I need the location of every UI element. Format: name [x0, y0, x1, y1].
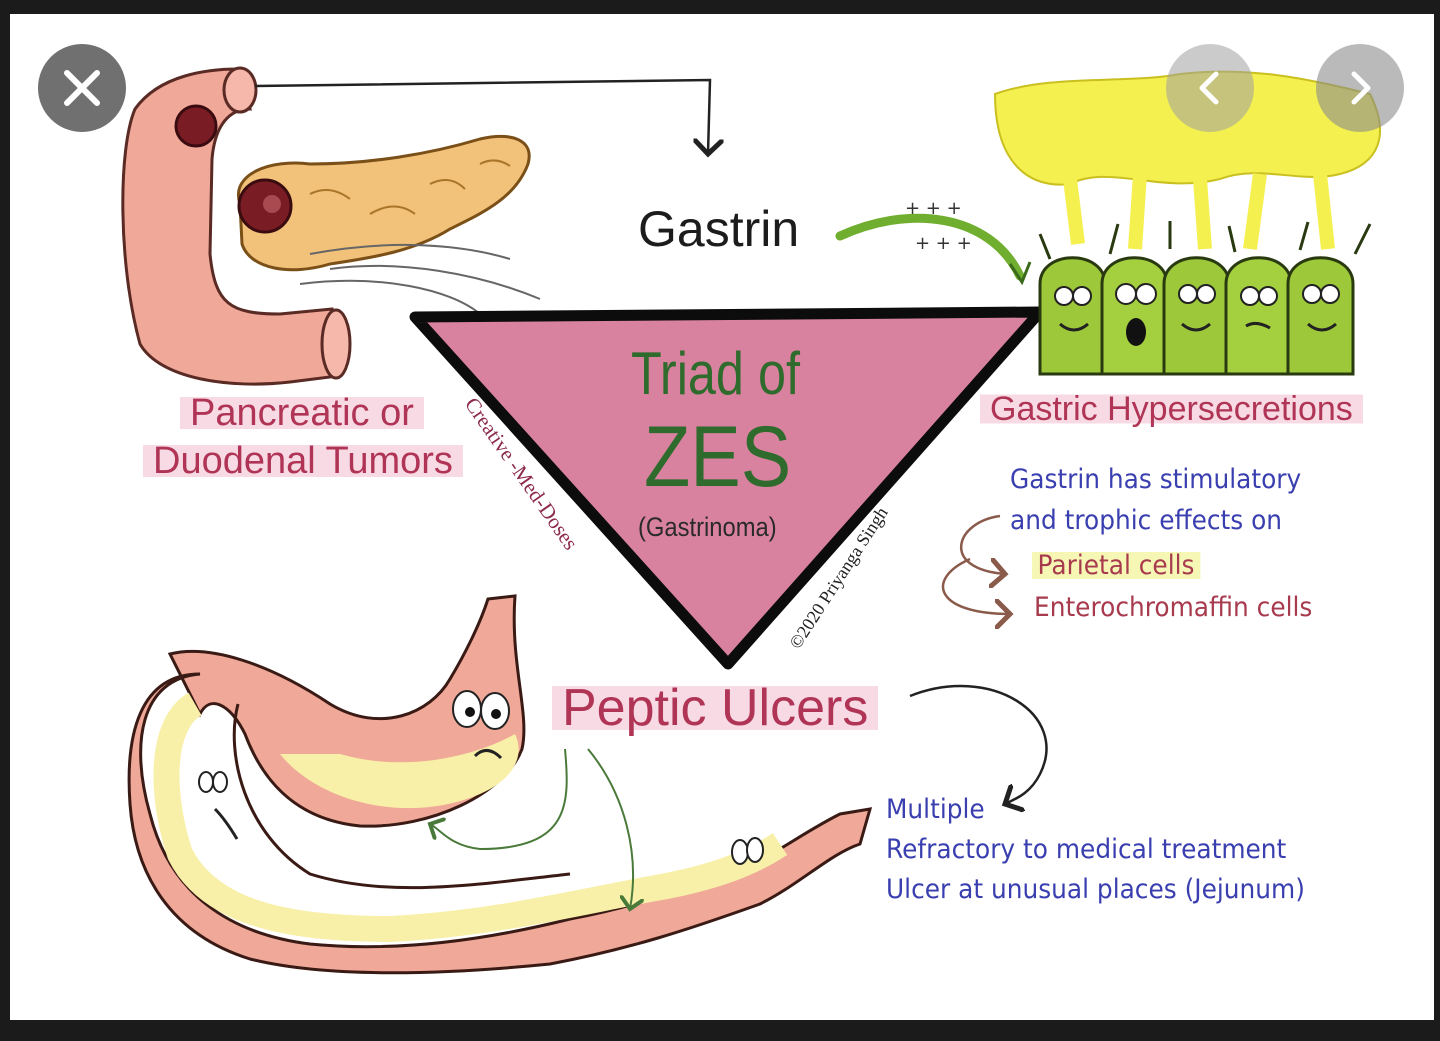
ulcer-arrow-1 — [430, 748, 568, 851]
close-button[interactable] — [38, 44, 126, 132]
intestine-illustration — [127, 672, 873, 975]
svg-text:+ + +: + + + — [915, 233, 972, 254]
triad-name: ZES — [644, 409, 792, 505]
peptic-ulcers-label: Peptic Ulcers — [552, 682, 879, 734]
triad-title: Triad of — [631, 340, 800, 407]
parietal-cells-label: Parietal cells — [1032, 552, 1200, 579]
zes-illustration: + + + + + + — [121, 66, 1381, 975]
chevron-left-icon — [1199, 71, 1219, 105]
gastrin-stimulus-arrow: + + + + + + — [835, 198, 1032, 286]
enterochromaffin-cells-label: Enterochromaffin cells — [1034, 592, 1313, 623]
next-image-button[interactable] — [1316, 44, 1404, 132]
ulcer-feature-item: Ulcer at unusual places (Jejunum) — [886, 874, 1305, 905]
tumors-label-line2: Duodenal Tumors — [143, 442, 463, 480]
pancreas-illustration — [236, 135, 541, 315]
tumor-to-gastrin-arrow — [254, 78, 710, 154]
entero-arrow — [941, 557, 1010, 614]
zes-triad-triangle — [409, 306, 1046, 670]
previous-image-button[interactable] — [1166, 44, 1254, 132]
ulcer-arrow-2 — [587, 748, 633, 909]
chevron-right-icon — [1351, 71, 1371, 105]
duodenum-illustration — [121, 66, 352, 386]
secreting-cells-illustration — [993, 70, 1381, 376]
ulcer-feature-item: Multiple — [886, 794, 985, 825]
diagram-card: + + + + + + — [10, 14, 1434, 1020]
stomach-illustration — [167, 594, 526, 828]
parietal-arrow — [959, 514, 1005, 574]
triad-subtitle: (Gastrinoma) — [638, 512, 777, 542]
ulcer-feature-item: Refractory to medical treatment — [886, 834, 1287, 865]
close-icon — [64, 70, 100, 106]
tumors-label-line1: Pancreatic or — [180, 394, 424, 432]
hypersecretion-label: Gastric Hypersecretions — [980, 392, 1363, 426]
gastrin-label: Gastrin — [638, 201, 800, 257]
effects-line-2: and trophic effects on — [1010, 505, 1283, 536]
ulcer-features-arrow — [909, 684, 1048, 804]
effects-line-1: Gastrin has stimulatory — [1010, 464, 1302, 495]
svg-text:+ + +: + + + — [905, 198, 962, 219]
